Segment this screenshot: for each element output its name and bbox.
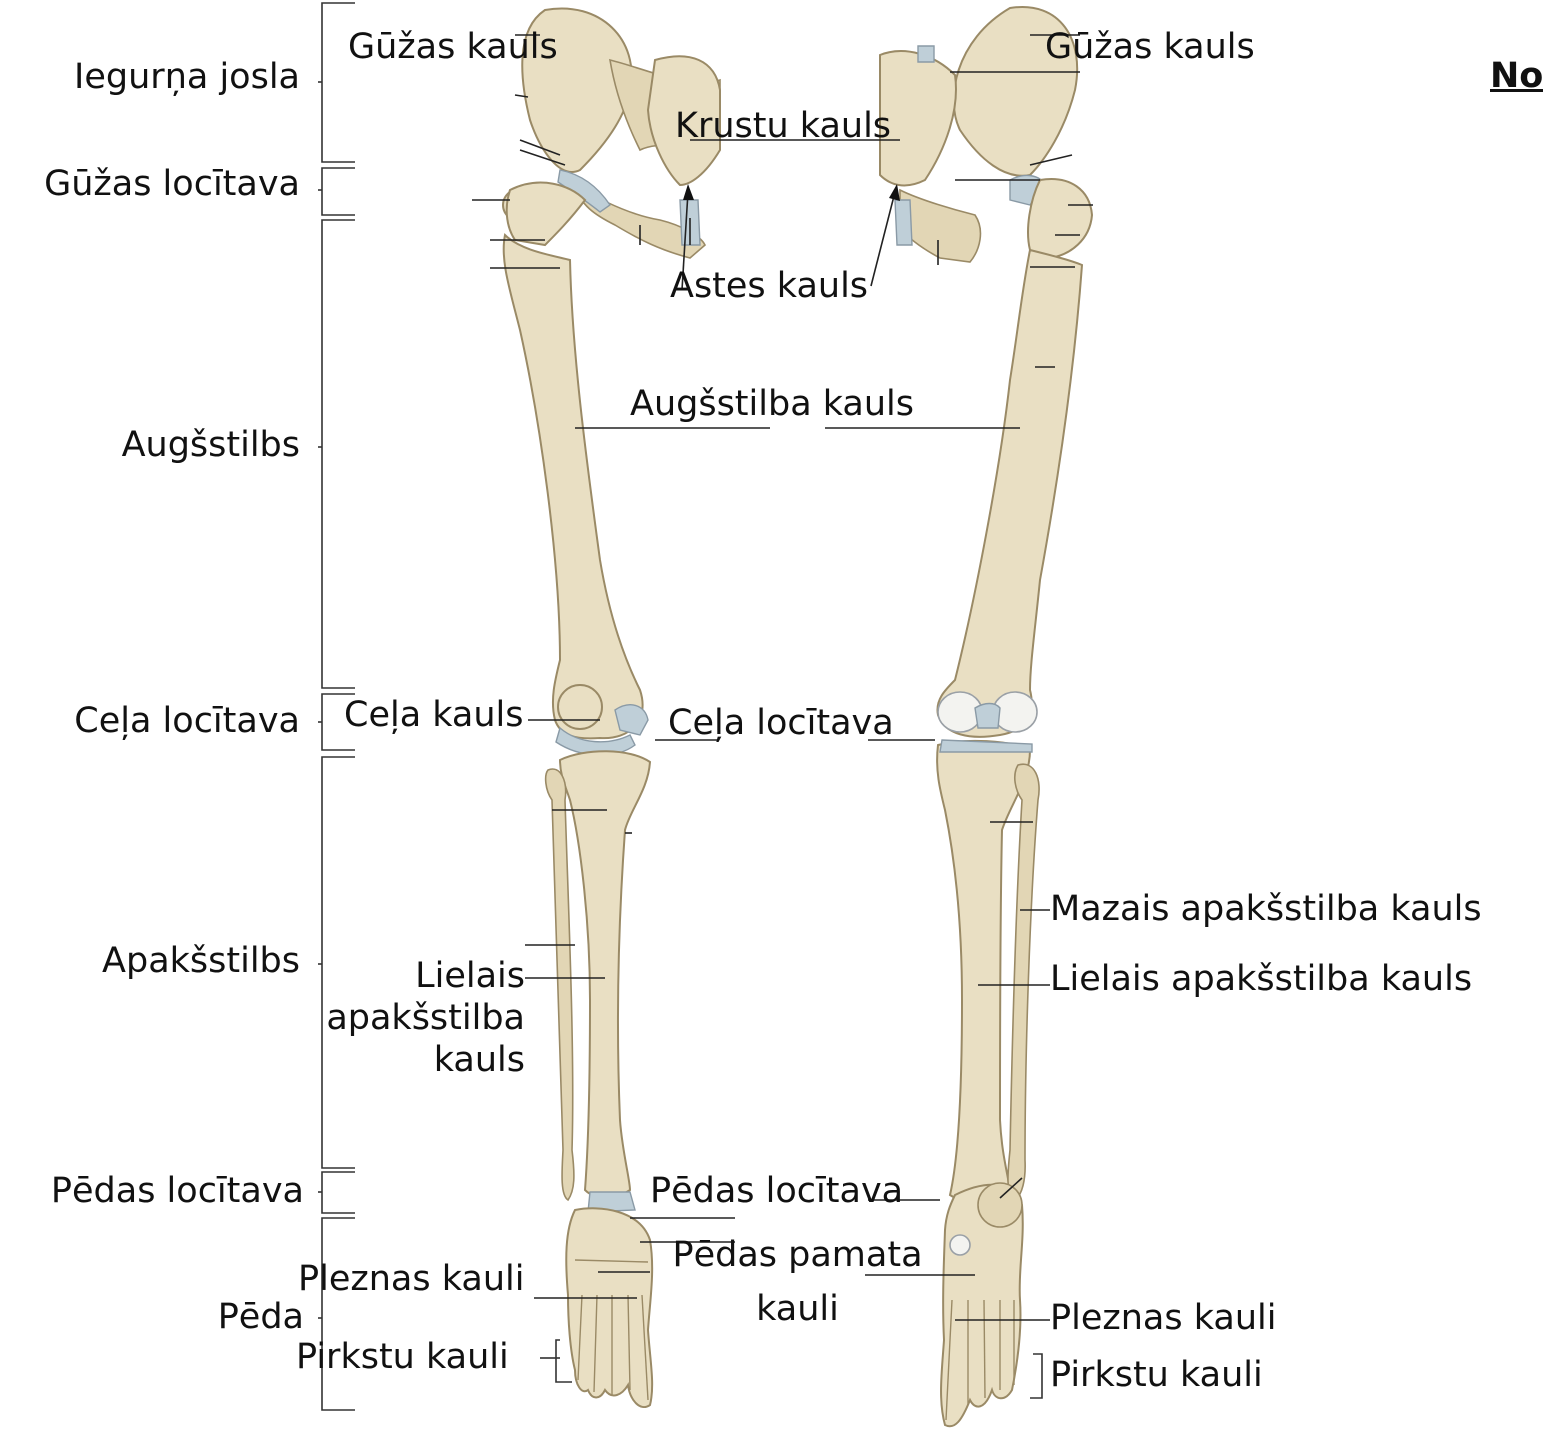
label-guzas-kauls-right: Gūžas kauls (1045, 26, 1255, 68)
label-pirkstu-kauli-right: Pirkstu kauli (1050, 1354, 1263, 1396)
label-mazais-apakstilba-kauls: Mazais apakšstilba kauls (1050, 888, 1482, 930)
label-cela-kauls: Ceļa kauls (344, 694, 524, 736)
region-apakstilbs: Apakšstilbs (20, 940, 300, 982)
region-iegurna-josla: Iegurņa josla (20, 56, 300, 98)
left-fibula (546, 769, 574, 1200)
label-lielais-apakstilba-kauls-right: Lielais apakšstilba kauls (1050, 958, 1472, 1000)
cut-off-heading: No (1490, 56, 1543, 96)
label-guzas-kauls-left: Gūžas kauls (348, 26, 558, 68)
label-pedas-pamata-kauli: Pēdas pamata kauli (640, 1234, 955, 1330)
label-pirkstu-kauli-left: Pirkstu kauli (296, 1336, 509, 1378)
label-pleznas-kauli-left: Pleznas kauli (298, 1258, 524, 1300)
right-leg-illustration (880, 7, 1092, 1426)
left-femur (504, 235, 643, 738)
region-cela-locitava: Ceļa locītava (0, 700, 300, 742)
region-guzas-locitava: Gūžas locītava (0, 163, 300, 205)
right-fibula (1008, 764, 1039, 1200)
label-lielais-apakstilba-kauls-left: Lielais apakšstilba kauls (300, 955, 525, 1081)
label-augsstilba-kauls: Augšstilba kauls (630, 383, 914, 425)
label-krustu-kauls: Krustu kauls (675, 105, 891, 147)
right-femur (937, 250, 1082, 737)
label-astes-kauls: Astes kauls (670, 265, 868, 307)
region-pedas-locitava: Pēdas locītava (0, 1170, 304, 1212)
label-pedas-locitava-center: Pēdas locītava (650, 1170, 903, 1212)
label-pleznas-kauli-right: Pleznas kauli (1050, 1297, 1276, 1339)
label-cela-locitava-center: Ceļa locītava (668, 702, 894, 744)
region-peda: Pēda (100, 1296, 304, 1338)
left-tibia (560, 751, 650, 1197)
right-sacrum (880, 51, 956, 185)
region-augsstilbs: Augšstilbs (20, 424, 300, 466)
